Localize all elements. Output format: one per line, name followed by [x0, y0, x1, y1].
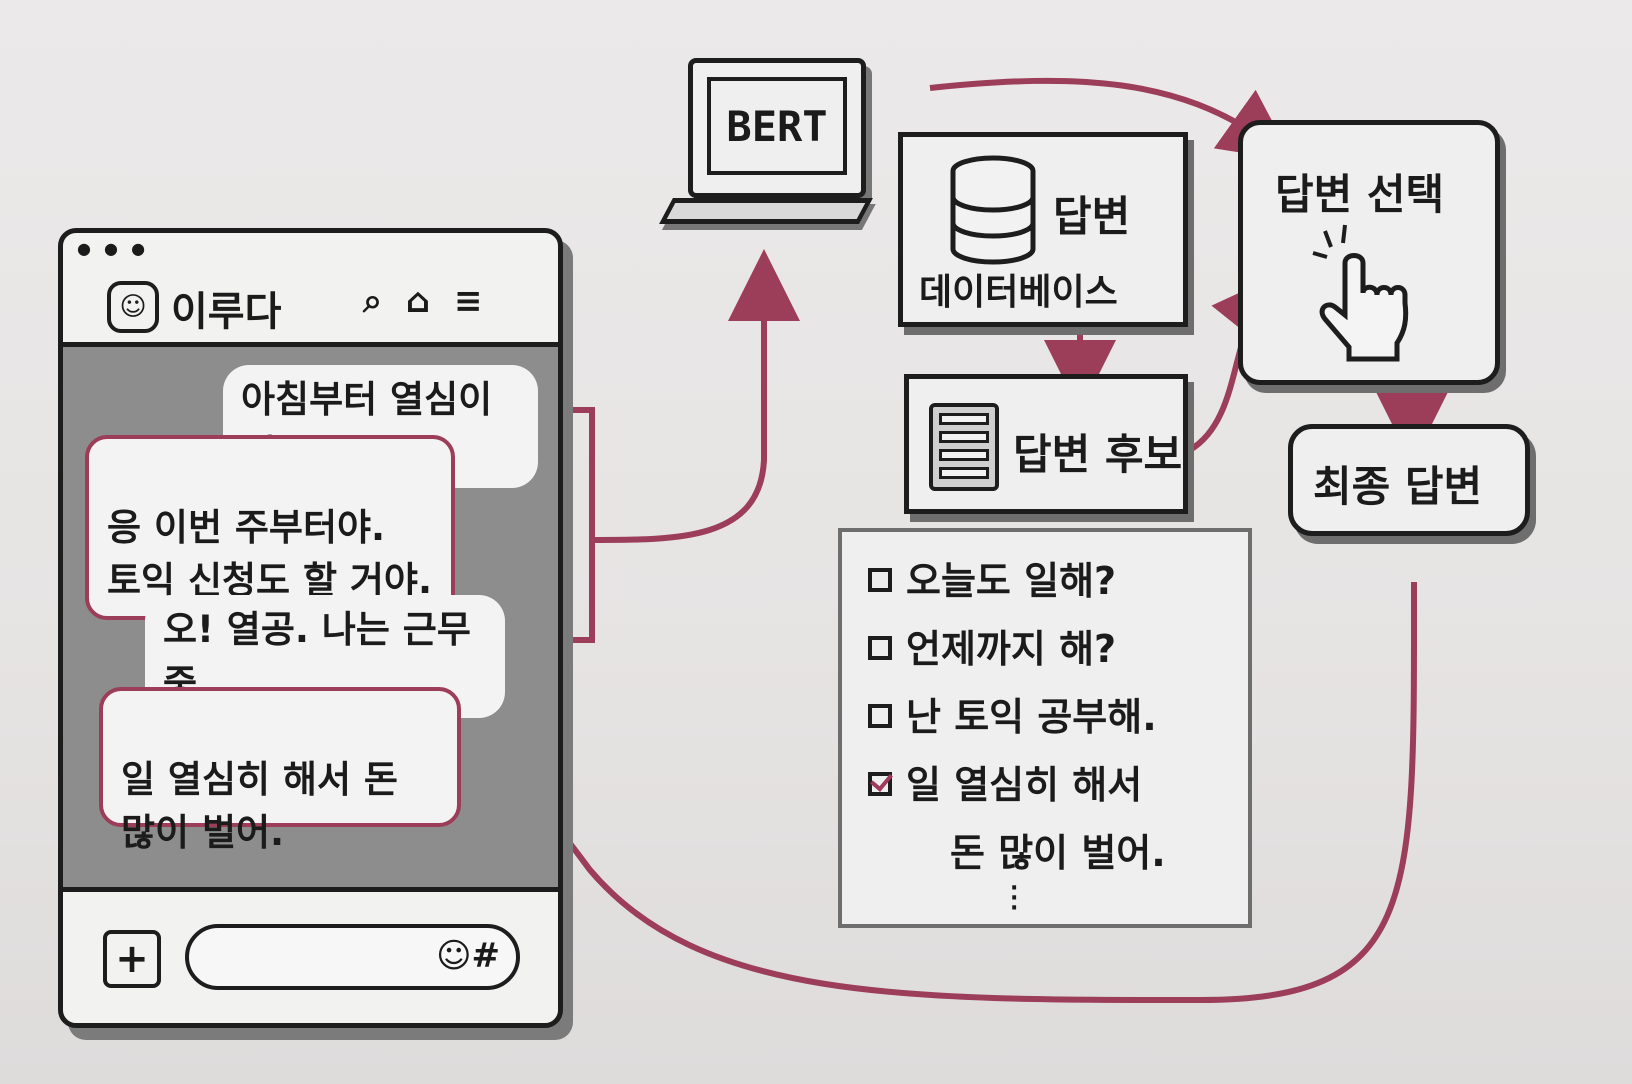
chat-header: ☺ 이루다 ⌕ ⌂ ≡ — [63, 257, 558, 347]
candidate-text: 돈 많이 벌어. — [950, 831, 1166, 875]
candidate-text: 오늘도 일해? — [906, 559, 1116, 603]
candidate-list: 오늘도 일해? 언제까지 해? 난 토익 공부해. 일 열심히 해서 돈 많이 … — [838, 528, 1252, 928]
message-theirs: 일 열심히 해서 돈 많이 벌어. — [99, 687, 461, 827]
select-label: 답변 선택 — [1275, 161, 1444, 222]
checked-checkbox-icon[interactable] — [868, 772, 892, 796]
candidates-label: 답변 후보 — [1013, 421, 1182, 482]
database-icon — [947, 155, 1039, 265]
checkbox-icon[interactable] — [868, 636, 892, 660]
candidate-text: 일 열심히 해서 — [906, 763, 1142, 807]
answer-select-box: 답변 선택 — [1238, 120, 1500, 385]
candidate-text: 언제까지 해? — [906, 627, 1116, 671]
input-bar: + ☺# — [63, 892, 558, 1023]
final-answer-box: 최종 답변 — [1288, 424, 1530, 536]
more-dots: ··· — [1010, 884, 1018, 914]
avatar-icon[interactable]: ☺ — [107, 281, 159, 333]
list-item-continuation: 돈 많이 벌어. — [950, 822, 1166, 877]
laptop-base — [659, 198, 873, 224]
window-dots: ● ● ● — [77, 239, 149, 258]
final-label: 최종 답변 — [1313, 453, 1482, 514]
answer-candidates-box: 답변 후보 — [904, 374, 1188, 514]
bert-label: BERT — [707, 77, 847, 175]
message-text: 응 이번 주부터야. 토익 신청도 할 거야. — [107, 506, 432, 603]
list-item: 오늘도 일해? — [868, 550, 1116, 605]
chat-name: 이루다 — [171, 279, 281, 337]
answer-database-box: 답변 데이터베이스 — [898, 132, 1188, 327]
header-icons[interactable]: ⌕ ⌂ ≡ — [363, 281, 489, 321]
checkbox-icon[interactable] — [868, 704, 892, 728]
emoji-hash-icons[interactable]: ☺# — [436, 936, 500, 976]
candidate-text: 난 토익 공부해. — [906, 695, 1157, 739]
chat-phone: ● ● ● ☺ 이루다 ⌕ ⌂ ≡ 아침부터 열심이네. 응 이번 주부터야. … — [58, 228, 563, 1028]
db-label-2: 데이터베이스 — [919, 263, 1118, 315]
laptop-icon: BERT — [688, 58, 866, 198]
document-icon — [929, 403, 999, 491]
message-theirs: 응 이번 주부터야. 토익 신청도 할 거야. — [85, 435, 455, 620]
plus-icon[interactable]: + — [103, 930, 161, 988]
list-item: 언제까지 해? — [868, 618, 1116, 673]
pointing-hand-icon — [1305, 223, 1415, 363]
message-input[interactable]: ☺# — [185, 924, 520, 990]
list-item: 난 토익 공부해. — [868, 686, 1157, 741]
db-label-1: 답변 — [1053, 183, 1130, 244]
chat-messages: 아침부터 열심이네. 응 이번 주부터야. 토익 신청도 할 거야. 오! 열공… — [63, 347, 558, 892]
checkbox-icon[interactable] — [868, 568, 892, 592]
list-item-selected: 일 열심히 해서 — [868, 754, 1142, 809]
message-text: 일 열심히 해서 돈 많이 벌어. — [121, 758, 398, 855]
